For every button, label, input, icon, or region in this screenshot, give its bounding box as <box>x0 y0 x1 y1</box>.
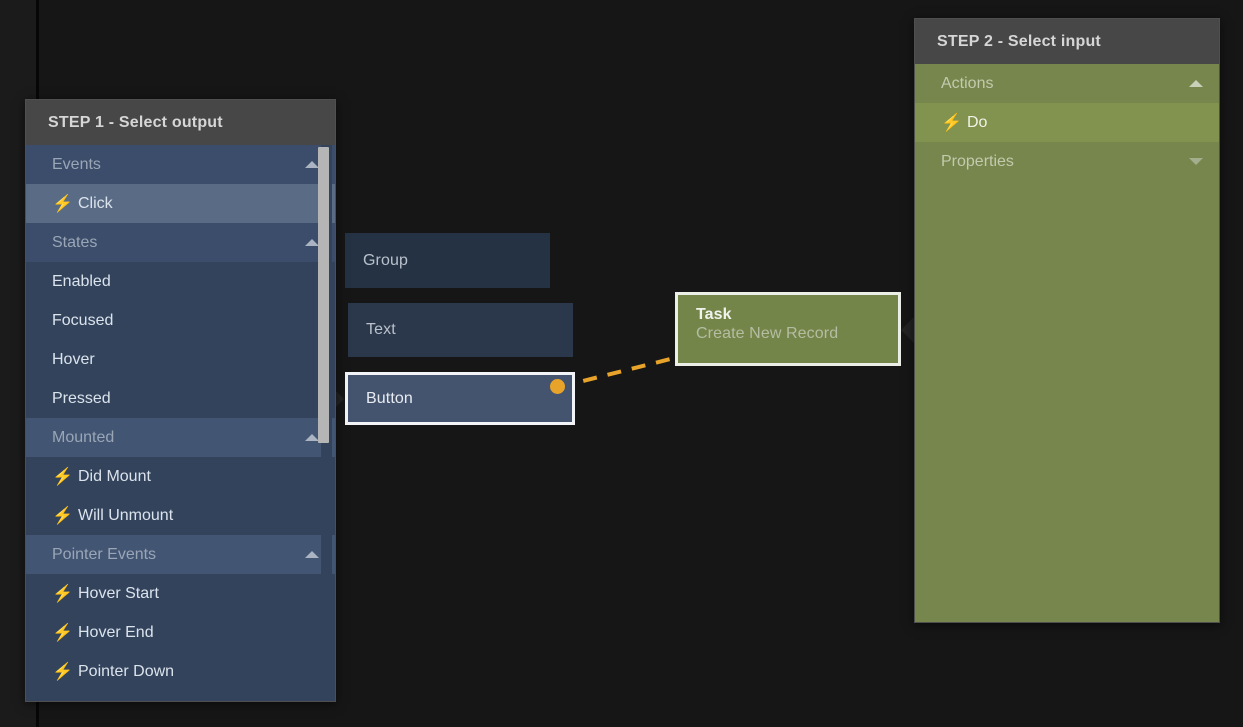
button-output-connector-dot[interactable] <box>550 379 565 394</box>
node-button-label: Button <box>366 389 413 407</box>
step2-group-header-actions[interactable]: Actions <box>915 64 1219 103</box>
bolt-icon: ⚡ <box>941 113 963 132</box>
node-task-subtitle: Create New Record <box>696 325 839 342</box>
step1-item-label-pointer-down: Pointer Down <box>78 662 175 680</box>
step2-empty-area <box>915 181 1219 622</box>
chevron-up-icon <box>305 434 319 441</box>
step1-item-label-click: Click <box>78 194 113 212</box>
step1-item-label-hover: Hover <box>52 350 95 368</box>
step1-item-pointer-down[interactable]: ⚡ Pointer Down <box>26 652 335 691</box>
canvas-node-text[interactable]: Text <box>348 303 573 357</box>
canvas-node-group[interactable]: Group <box>345 233 550 288</box>
step1-item-label-hover-start: Hover Start <box>78 584 159 602</box>
chevron-down-icon <box>1189 158 1203 165</box>
step1-item-pressed[interactable]: Pressed <box>26 379 335 418</box>
step2-title: STEP 2 - Select input <box>915 19 1219 64</box>
step2-group-label-actions: Actions <box>941 74 994 92</box>
step1-item-label-enabled: Enabled <box>52 272 111 290</box>
step1-group-header-events[interactable]: Events <box>26 145 335 184</box>
step1-title: STEP 1 - Select output <box>26 100 335 145</box>
step1-group-label-pointer-events: Pointer Events <box>52 545 157 563</box>
node-text-label: Text <box>366 321 396 338</box>
step1-item-focused[interactable]: Focused <box>26 301 335 340</box>
step1-group-header-mounted[interactable]: Mounted <box>26 418 335 457</box>
task-output-port-icon <box>901 316 915 344</box>
step2-item-label-do: Do <box>967 113 988 131</box>
step1-group-label-states: States <box>52 233 98 251</box>
chevron-up-icon <box>305 551 319 558</box>
step1-item-label-hover-end: Hover End <box>78 623 154 641</box>
bolt-icon: ⚡ <box>52 467 74 486</box>
step1-item-label-will-unmount: Will Unmount <box>78 506 174 524</box>
chevron-up-icon <box>305 239 319 246</box>
step1-body[interactable]: Events ⚡ Click States Enabled Focused Ho… <box>26 145 335 701</box>
chevron-up-icon <box>1189 80 1203 87</box>
bolt-icon: ⚡ <box>52 623 74 642</box>
step2-group-label-properties: Properties <box>941 152 1014 170</box>
step1-item-enabled[interactable]: Enabled <box>26 262 335 301</box>
step2-body[interactable]: Actions ⚡ Do Properties <box>915 64 1219 622</box>
step1-item-label-did-mount: Did Mount <box>78 467 151 485</box>
step1-group-header-states[interactable]: States <box>26 223 335 262</box>
canvas-node-task[interactable]: Task Create New Record <box>675 292 901 366</box>
step1-item-did-mount[interactable]: ⚡ Did Mount <box>26 457 335 496</box>
step1-item-label-focused: Focused <box>52 311 114 329</box>
step1-scrollbar-thumb[interactable] <box>318 147 329 443</box>
chevron-up-icon <box>305 161 319 168</box>
step1-group-label-events: Events <box>52 155 101 173</box>
step2-group-header-properties[interactable]: Properties <box>915 142 1219 181</box>
step1-scrollbar-track[interactable] <box>318 145 332 701</box>
step1-item-label-pressed: Pressed <box>52 389 111 407</box>
step1-item-hover-end[interactable]: ⚡ Hover End <box>26 613 335 652</box>
step2-item-do[interactable]: ⚡ Do <box>915 103 1219 142</box>
step1-group-header-pointer-events[interactable]: Pointer Events <box>26 535 335 574</box>
step1-item-hover[interactable]: Hover <box>26 340 335 379</box>
bolt-icon: ⚡ <box>52 662 74 681</box>
node-group-label: Group <box>363 251 408 269</box>
step1-item-will-unmount[interactable]: ⚡ Will Unmount <box>26 496 335 535</box>
step1-group-label-mounted: Mounted <box>52 428 115 446</box>
step1-item-click[interactable]: ⚡ Click <box>26 184 335 223</box>
step1-panel: STEP 1 - Select output Events ⚡ Click St… <box>25 99 336 702</box>
canvas-node-button[interactable]: Button <box>345 372 575 425</box>
bolt-icon: ⚡ <box>52 584 74 603</box>
step1-item-hover-start[interactable]: ⚡ Hover Start <box>26 574 335 613</box>
bolt-icon: ⚡ <box>52 194 74 213</box>
bolt-icon: ⚡ <box>52 506 74 525</box>
node-task-title: Task <box>696 306 732 323</box>
step2-panel: STEP 2 - Select input Actions ⚡ Do Prope… <box>914 18 1220 623</box>
